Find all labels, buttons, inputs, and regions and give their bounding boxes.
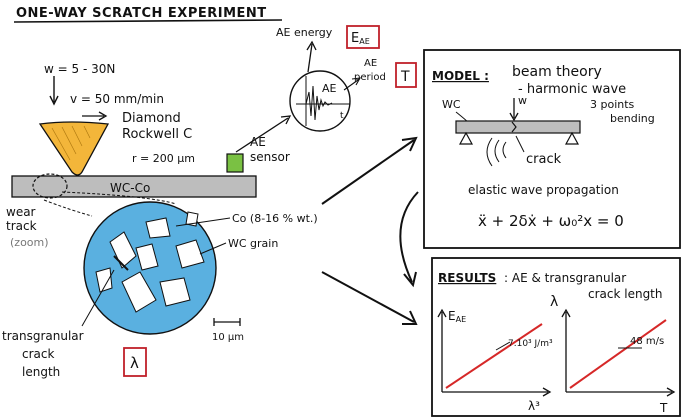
- arrow-to-results: [321, 271, 415, 323]
- model-w-label: w: [518, 94, 527, 107]
- plot2-x-label: T: [659, 401, 668, 415]
- svg-text:EAE: EAE: [351, 31, 370, 46]
- energy-arrow: [307, 43, 313, 73]
- wave-arcs: [486, 137, 507, 167]
- model-theory-2: - harmonic wave: [518, 82, 626, 97]
- support-right: [564, 131, 580, 145]
- crack-pointer-model: [515, 135, 525, 153]
- wear-zoom-circle: [32, 173, 68, 199]
- model-theory-1: beam theory: [512, 64, 602, 80]
- crack-in-grain: [113, 255, 129, 271]
- tip-label-2: Rockwell C: [122, 127, 192, 142]
- plot2-y-label: λ: [550, 294, 558, 310]
- scale-label: 10 μm: [212, 332, 244, 343]
- crack-label-model: crack: [526, 152, 562, 167]
- model-panel: [423, 49, 681, 249]
- tip-label-1: Diamond: [122, 111, 181, 126]
- crack-pointer: [81, 269, 115, 327]
- crack-label-2: crack: [22, 347, 54, 361]
- wc-pointer: [199, 242, 227, 255]
- plot1-y-label: E: [448, 309, 456, 323]
- plot2-slope-label: 48 m/s: [630, 336, 664, 347]
- wear-label-1: wear: [6, 205, 36, 219]
- period-arrow: [343, 79, 359, 91]
- arrow-to-model: [321, 139, 415, 205]
- results-panel: [431, 257, 681, 417]
- wc-grains: [95, 211, 205, 313]
- sensor-label-2: sensor: [250, 150, 290, 164]
- diagram-title: ONE-WAY SCRATCH EXPERIMENT: [16, 6, 267, 21]
- ae-circle-label: AE: [322, 82, 337, 95]
- plot1-slope-label: 7.10³ J/m³: [508, 339, 553, 349]
- model-wc-label: WC: [442, 98, 461, 111]
- period-box: [395, 62, 417, 88]
- ae-signal-circle: [289, 70, 351, 132]
- ae-waveform: [305, 85, 333, 121]
- plot1-y-sub: AE: [456, 315, 467, 324]
- zoom-line-1: [43, 199, 93, 217]
- lambda-symbol: λ: [130, 354, 139, 372]
- radius-label: r = 200 μm: [132, 152, 195, 165]
- wc-grain-label: WC grain: [228, 237, 278, 250]
- beam: [455, 120, 581, 134]
- energy-sub: AE: [359, 37, 370, 46]
- title-underline: [13, 19, 283, 23]
- substrate-label: WC-Co: [110, 181, 150, 195]
- plot2-trend-line: [569, 319, 667, 389]
- speed-label: v = 50 mm/min: [70, 92, 164, 106]
- bending-label-1: 3 points: [590, 98, 635, 111]
- plot1-trend-line: [445, 323, 543, 389]
- results-heading: RESULTS: [438, 271, 496, 285]
- equation: ẍ + 2δẋ + ω₀²x = 0: [478, 212, 624, 230]
- ae-period-label-2: period: [354, 72, 386, 83]
- bending-label-2: bending: [610, 112, 655, 125]
- sensor-label-1: AE: [250, 135, 266, 149]
- plot1-slope-tick: [495, 341, 511, 351]
- diamond-hatch: [51, 125, 91, 161]
- energy-symbol: E: [351, 31, 359, 46]
- ae-axis-label: t: [340, 111, 344, 121]
- model-heading: MODEL :: [432, 69, 489, 83]
- co-pointer: [175, 217, 231, 227]
- crack-label-3: length: [22, 365, 60, 379]
- beam-crack: [511, 121, 517, 133]
- ae-sensor: [226, 153, 244, 173]
- wear-zoom-label: (zoom): [10, 236, 49, 249]
- crack-label-1: transgranular: [2, 329, 84, 343]
- wear-label-2: track: [6, 219, 37, 233]
- load-range-label: w = 5 - 30N: [44, 62, 115, 76]
- energy-box: [346, 25, 380, 49]
- support-left: [458, 131, 474, 145]
- ae-period-label-1: AE: [364, 58, 377, 69]
- ae-energy-label: AE energy: [276, 26, 333, 39]
- svg-text:EAE: EAE: [448, 309, 466, 324]
- co-binder-label: Co (8-16 % wt.): [232, 212, 318, 225]
- elastic-label: elastic wave propagation: [468, 183, 619, 197]
- period-symbol: T: [400, 69, 410, 85]
- results-title-1: : AE & transgranular: [504, 271, 626, 285]
- plot1-x-label: λ³: [528, 399, 540, 413]
- sensor-arrow: [235, 117, 289, 153]
- zoom-line-2: [61, 191, 177, 205]
- diamond-tip: [38, 121, 110, 176]
- arrow-model-to-results: [399, 191, 419, 283]
- results-title-2: crack length: [588, 287, 663, 301]
- lambda-box: [123, 347, 147, 377]
